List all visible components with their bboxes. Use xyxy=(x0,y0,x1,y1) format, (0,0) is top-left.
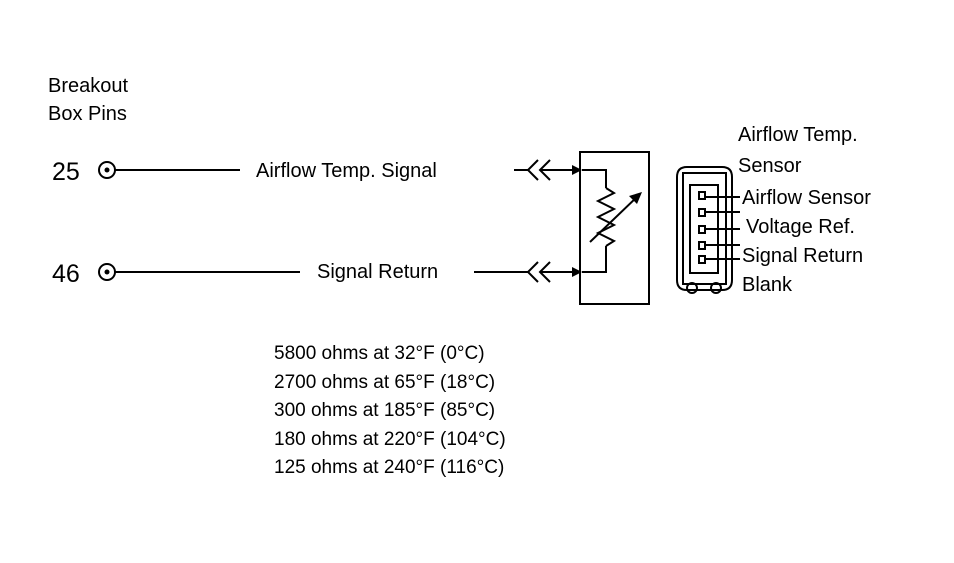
spec-line-3: 300 ohms at 185°F (85°C) xyxy=(274,400,495,421)
pin-number-46: 46 xyxy=(52,260,80,288)
spec-line-2: 2700 ohms at 65°F (18°C) xyxy=(274,372,495,393)
pin-number-25: 25 xyxy=(52,158,80,186)
sensor-box xyxy=(579,151,650,305)
sensor-title-line2: Sensor xyxy=(738,155,802,177)
pin-46-signal-label: Signal Return xyxy=(317,261,438,283)
spec-line-1: 5800 ohms at 32°F (0°C) xyxy=(274,343,485,364)
spec-line-4: 180 ohms at 220°F (104°C) xyxy=(274,429,506,450)
spec-line-5: 125 ohms at 240°F (116°C) xyxy=(274,457,504,478)
terminal-label-signal-return: Signal Return xyxy=(742,245,863,267)
pin-25-signal-label: Airflow Temp. Signal xyxy=(256,160,437,182)
breakout-label-line2: Box Pins xyxy=(48,103,127,125)
sensor-connector-icon xyxy=(676,166,733,294)
terminal-label-airflow-sensor: Airflow Sensor xyxy=(742,187,871,209)
pin-46-arrowhead-icon xyxy=(572,267,582,277)
thermistor-icon xyxy=(582,169,642,273)
pin-25-arrowhead-icon xyxy=(572,165,582,175)
breakout-label-line1: Breakout xyxy=(48,75,128,97)
pin-46-terminal-icon xyxy=(98,263,116,281)
pin-25-terminal-icon xyxy=(98,161,116,179)
sensor-title-line1: Airflow Temp. xyxy=(738,124,858,146)
terminal-label-voltage-ref: Voltage Ref. xyxy=(746,216,855,238)
terminal-label-blank: Blank xyxy=(742,274,793,296)
